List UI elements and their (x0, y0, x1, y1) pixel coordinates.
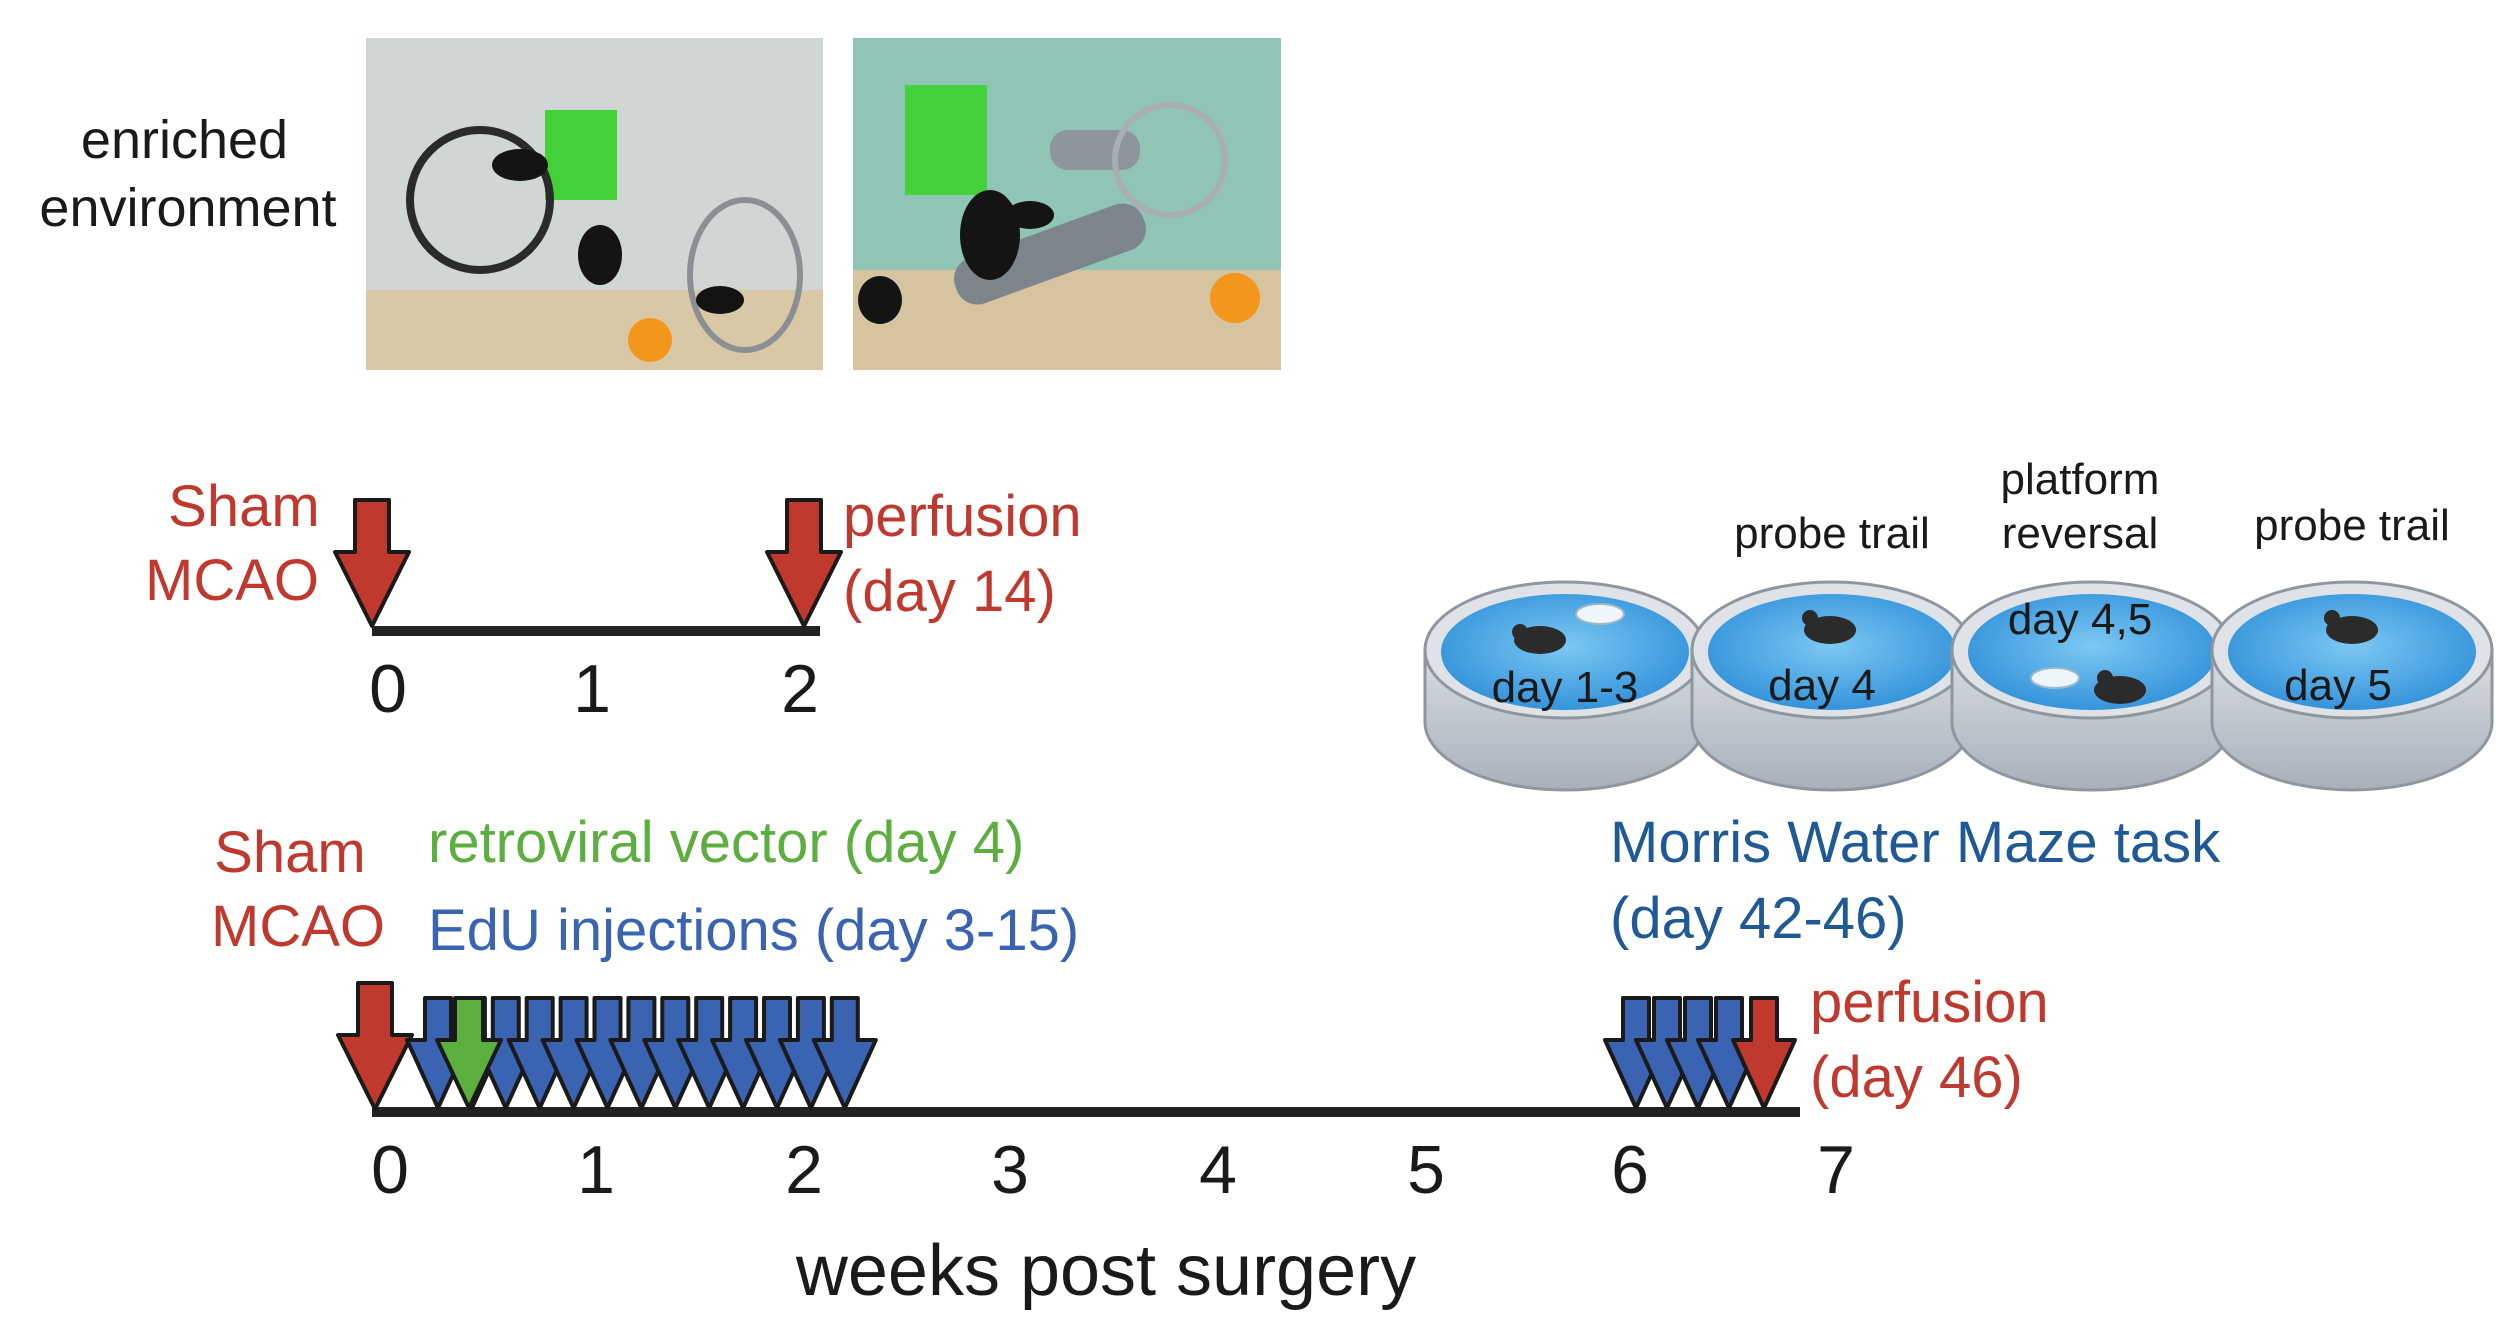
timeline2-tick: 3 (991, 1132, 1029, 1208)
timeline2-tick: 7 (1817, 1132, 1855, 1208)
timeline2-perfusion-label: perfusion (day 46) (1810, 970, 2065, 1110)
retroviral-injection-arrow (435, 996, 503, 1110)
timeline2-tick: 5 (1407, 1132, 1445, 1208)
maze-pool-3 (1950, 580, 2234, 792)
maze-pool-label: day 4,5 (2008, 595, 2152, 644)
maze-top-label: probe trail (1734, 509, 1930, 558)
edu-injection-arrow (777, 996, 844, 1110)
edu-injection-arrow (574, 996, 641, 1110)
timeline2-start-arrow (336, 981, 414, 1111)
water-maze-session-arrows (1603, 996, 1762, 1110)
maze-pool-1 (1423, 580, 1707, 792)
edu-injection-arrow (608, 996, 675, 1110)
timeline1-tick: 0 (369, 651, 407, 727)
timeline2-tick: 0 (371, 1132, 409, 1208)
timeline1-end-arrow (765, 498, 843, 628)
timeline1-tick: 2 (781, 651, 819, 727)
edu-injection-arrow (642, 996, 709, 1110)
water-maze-illustration: day 1-3 day 4 day 4,5 day 5 probe trail … (1423, 455, 2494, 792)
edu-injection-arrow (676, 996, 743, 1110)
maze-top-label: probe trail (2254, 501, 2450, 550)
timeline2-tick: 6 (1611, 1132, 1649, 1208)
timeline1-perfusion-label: perfusion (day 14) (843, 484, 1098, 624)
timeline2-tick-labels: 0 1 2 3 4 5 6 7 (371, 1132, 1855, 1208)
cage-photo-1 (366, 38, 823, 370)
photo-row-label: enriched environment (39, 110, 336, 238)
timeline2-axis-title: weeks post surgery (795, 1231, 1416, 1311)
edu-injection-arrow (811, 996, 878, 1110)
maze-pool-label: day 1-3 (1492, 663, 1639, 712)
maze-top-label: reversal (2002, 509, 2159, 558)
maze-top-label: platform (2001, 455, 2160, 504)
timeline2-tick: 1 (577, 1132, 615, 1208)
timeline1-tick: 1 (573, 651, 611, 727)
timeline2-perfusion-arrow (1731, 996, 1797, 1110)
maze-pool-label: day 4 (1768, 661, 1876, 710)
timeline1-tick-labels: 0 1 2 (369, 651, 819, 727)
maze-pool-label: day 5 (2284, 661, 2392, 710)
timeline1-sham-mcao-label: Sham MCAO (145, 474, 336, 613)
edu-injection-arrow (540, 996, 607, 1110)
maze-pool-2 (1690, 580, 1974, 792)
timeline2-sham-mcao-label: Sham MCAO (211, 820, 385, 959)
maze-pool-4 (2210, 580, 2494, 792)
edu-injection-arrow (506, 996, 573, 1110)
water-maze-session-arrow (1696, 996, 1762, 1110)
timeline2-tick: 4 (1199, 1132, 1237, 1208)
retroviral-vector-label: retroviral vector (day 4) (428, 810, 1024, 875)
edu-injection-arrow (744, 996, 810, 1110)
timeline1-start-arrow (333, 498, 411, 628)
edu-injections-label: EdU injections (day 3-15) (428, 898, 1079, 963)
edu-injection-arrow (710, 996, 777, 1110)
cage-photo-2 (853, 38, 1281, 370)
timeline2-tick: 2 (785, 1132, 823, 1208)
morris-water-maze-label: Morris Water Maze task (day 42-46) (1610, 810, 2236, 951)
